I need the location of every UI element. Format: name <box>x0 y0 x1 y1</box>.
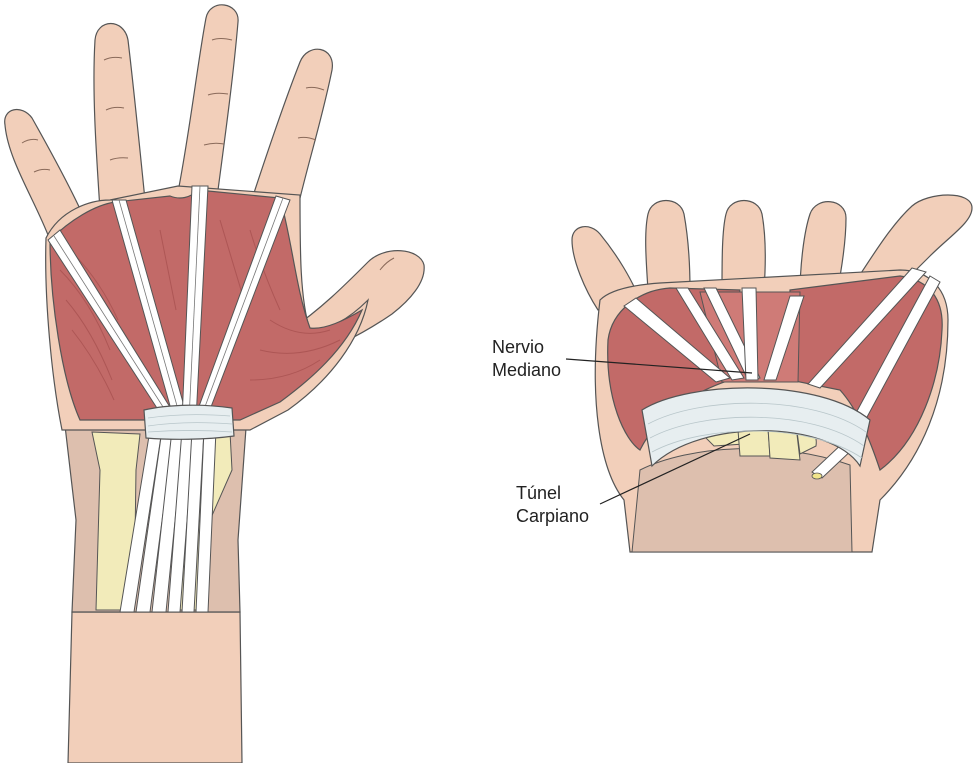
ligament-fibers <box>147 414 233 433</box>
flexor-retinaculum <box>143 404 235 440</box>
carpal-tunnel-leader-line <box>599 433 751 505</box>
finger-creases <box>21 38 395 271</box>
middle-finger <box>177 4 239 193</box>
forearm <box>67 611 243 763</box>
cross-section-hand <box>565 194 973 553</box>
median-nerve-label: Nervio Mediano <box>492 336 561 382</box>
cs-tendons <box>623 267 941 479</box>
cs-tendon-end <box>811 472 823 480</box>
pinky-finger <box>4 108 87 241</box>
cs-finger-ring <box>645 200 691 291</box>
median-nerve-label-line1: Nervio <box>492 337 545 357</box>
cs-finger-middle <box>721 200 766 291</box>
tendon-lines <box>53 185 284 422</box>
index-finger <box>249 48 333 216</box>
cs-ligament-fibers <box>647 402 867 459</box>
cs-inner-tissue <box>631 448 853 553</box>
ring-finger <box>93 23 147 211</box>
carpal-tunnel-label-line1: Túnel <box>516 483 562 503</box>
median-nerve-leader-line <box>565 358 753 374</box>
carpal-tunnel-label: Túnel Carpiano <box>516 482 589 528</box>
carpal-tunnel-label-line2: Carpiano <box>516 506 590 526</box>
palm-view-hand <box>4 4 425 763</box>
median-nerve-label-line2: Mediano <box>492 360 562 380</box>
